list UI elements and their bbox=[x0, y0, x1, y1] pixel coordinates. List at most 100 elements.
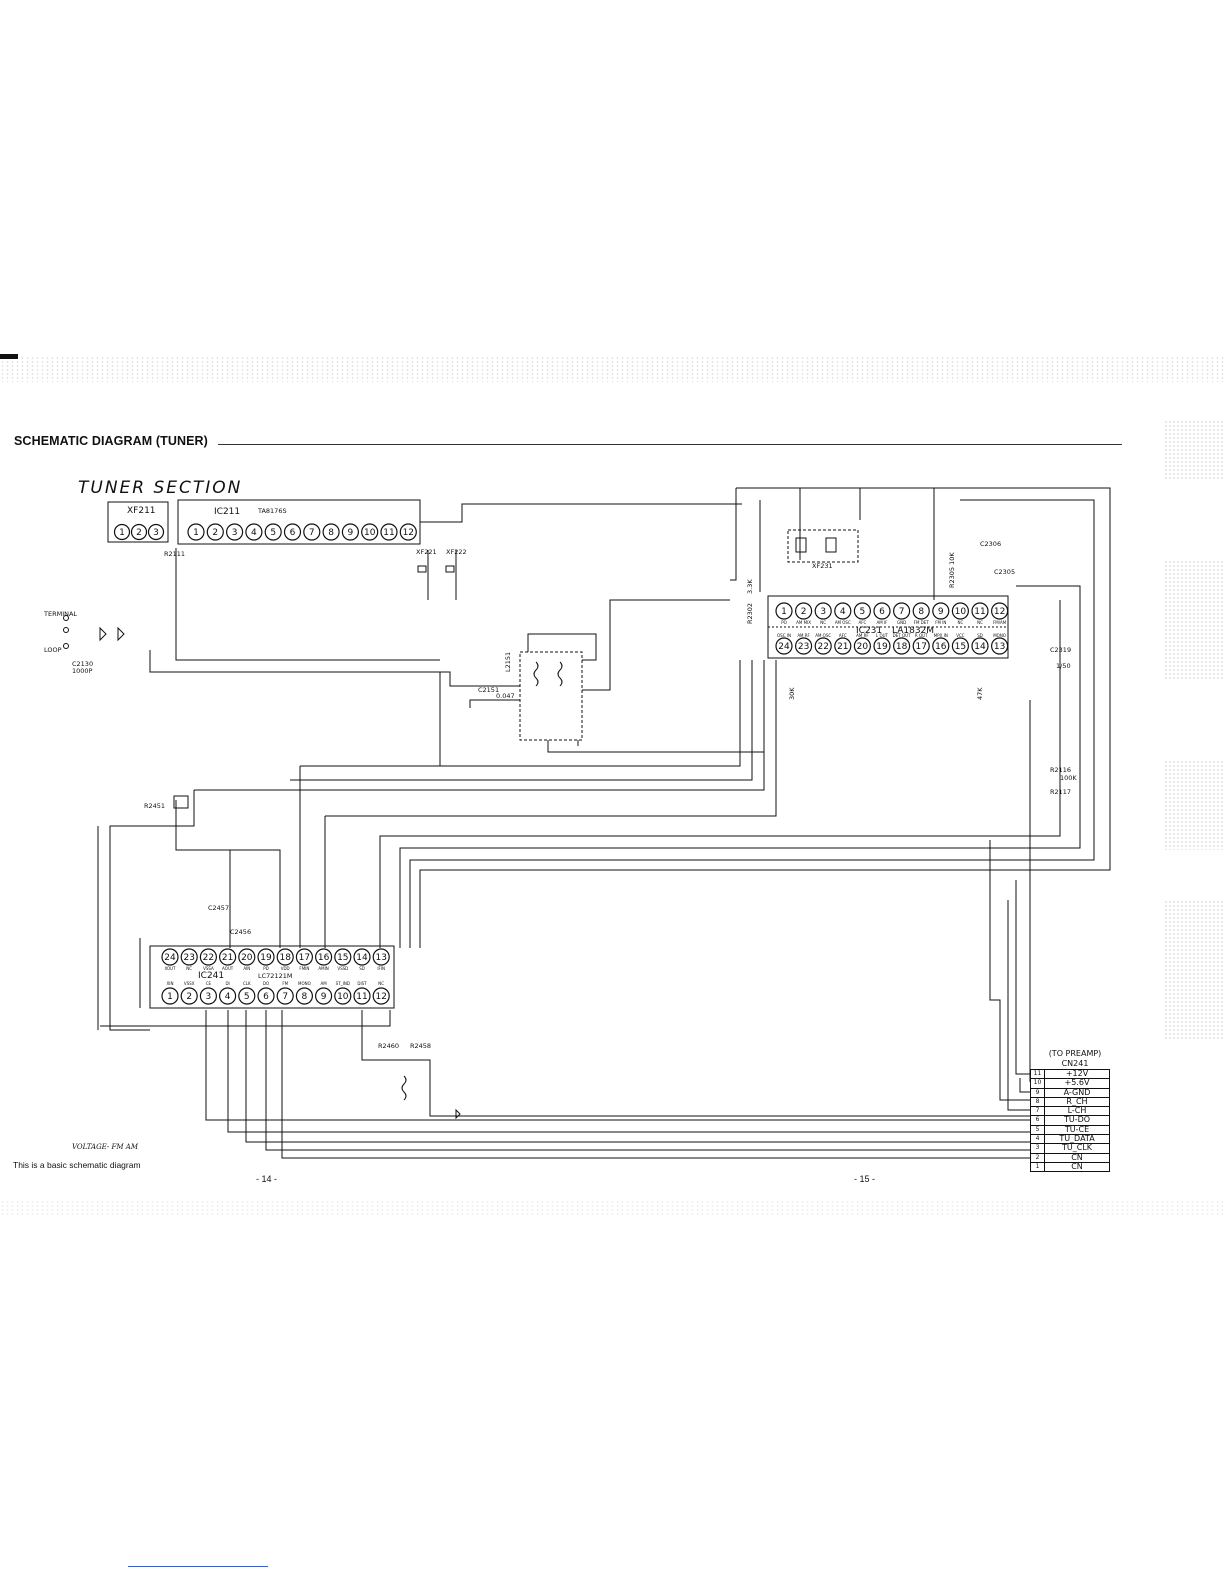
ic211-pin bbox=[283, 523, 302, 541]
xf211-pin-number: 3 bbox=[153, 528, 159, 538]
ic241-top-pin bbox=[372, 948, 390, 966]
ic231-top-pin-name: FM DET bbox=[914, 620, 930, 625]
ic231-top-pin-number: 12 bbox=[994, 607, 1005, 617]
section-title: TUNER SECTION bbox=[78, 478, 243, 498]
scan-noise-side bbox=[1164, 560, 1224, 680]
ic241-top-pin bbox=[199, 948, 217, 966]
ic231-top-pin bbox=[775, 602, 793, 620]
ic241-top-pin bbox=[219, 948, 237, 966]
ic231-top-pin-name: AM OSC bbox=[835, 620, 851, 625]
terminal-label: TERMINAL bbox=[43, 610, 77, 618]
ic231-bottom-pin-number: 20 bbox=[857, 642, 869, 652]
ic211-pin bbox=[380, 523, 398, 541]
link-underline bbox=[128, 1566, 268, 1567]
ic231-bottom-pin-number: 19 bbox=[876, 642, 888, 652]
cn241-pin-number: 6 bbox=[1030, 1115, 1045, 1126]
page-heading: SCHEMATIC DIAGRAM (TUNER) bbox=[14, 434, 208, 448]
ic231-bottom-pin bbox=[834, 637, 852, 655]
r2458-label: R2458 bbox=[410, 1042, 431, 1050]
ic241-bottom-pin bbox=[199, 987, 217, 1005]
ic241-bottom-pin-name: XIN bbox=[167, 981, 174, 986]
c2306-label: C2306 bbox=[980, 540, 1001, 548]
ic241-top-pin-name: SD bbox=[359, 966, 365, 971]
val-1-50: 1/50 bbox=[1056, 662, 1071, 670]
ic231-top-pin-name: PO bbox=[781, 620, 787, 625]
ic231-top-pin bbox=[990, 602, 1009, 620]
scan-noise-side bbox=[1164, 760, 1224, 850]
ic241-top-pin bbox=[334, 948, 352, 966]
r2302-label: R2302 bbox=[746, 603, 754, 624]
ic241-part: LC72121M bbox=[258, 972, 292, 980]
r2460-label: R2460 bbox=[378, 1042, 399, 1050]
ic231-top-pin-name: NC bbox=[977, 620, 983, 625]
ic241-bottom-pin-number: 9 bbox=[321, 992, 327, 1002]
ic211-pin bbox=[322, 523, 340, 541]
ic241-bottom-pin bbox=[180, 987, 198, 1005]
ic241-top-pin bbox=[238, 948, 256, 966]
xf211-label: XF211 bbox=[127, 506, 156, 516]
scan-noise-side bbox=[1164, 420, 1224, 480]
ic211-pin-number: 7 bbox=[309, 528, 315, 538]
ic231-bottom-pin bbox=[775, 637, 793, 655]
ic241-top-pin-number: 17 bbox=[299, 953, 310, 963]
ic241-top-pin-number: 15 bbox=[337, 953, 348, 963]
ic241-top-pin-name: AOUT bbox=[222, 966, 234, 971]
ic241-top-pin bbox=[276, 948, 294, 966]
ic241-top-pin-name: VSSA bbox=[203, 966, 214, 971]
ic241-bottom-pin-number: 8 bbox=[302, 992, 308, 1002]
xf222-label: XF222 bbox=[446, 548, 467, 556]
ic241-bottom-pin-number: 10 bbox=[337, 992, 349, 1002]
ic211-pin-number: 8 bbox=[328, 528, 334, 538]
ic211-pin-number: 2 bbox=[212, 528, 218, 538]
ic241-top-pin-number: 22 bbox=[203, 953, 214, 963]
voltage-note: VOLTAGE- FM AM bbox=[72, 1143, 138, 1151]
xf231-box bbox=[787, 529, 859, 563]
ic231-bottom-pin-name: VCC bbox=[956, 633, 965, 638]
xf211-pin bbox=[147, 523, 165, 541]
ic241-top-pin bbox=[315, 948, 333, 966]
ic231-bottom-pin-name: OSC IN bbox=[777, 633, 791, 638]
cn241-name: CN241 bbox=[1061, 1059, 1089, 1068]
ic241-bottom-pin bbox=[334, 987, 352, 1005]
ic241-box bbox=[149, 945, 395, 1009]
heading-rule bbox=[218, 444, 1122, 445]
ic241-bottom-pin-name: AM bbox=[321, 981, 328, 986]
c2456-label: C2456 bbox=[230, 928, 251, 936]
ic241-bottom-pin-number: 11 bbox=[356, 992, 367, 1002]
ic241-bottom-pin bbox=[353, 987, 371, 1005]
page-number-right: - 15 - bbox=[854, 1174, 876, 1184]
ic231-top-pin-number: 11 bbox=[974, 607, 985, 617]
ic231-top-pin bbox=[892, 602, 911, 620]
ic241-bottom-pin bbox=[315, 987, 333, 1005]
ic231-bottom-pin bbox=[912, 637, 930, 655]
val-100k: 100K bbox=[1060, 774, 1077, 782]
ic231-top-pin bbox=[951, 602, 970, 620]
ic231-bottom-pin bbox=[814, 637, 832, 655]
ic241-top-pin bbox=[353, 948, 371, 966]
ic231-bottom-pin-number: 21 bbox=[837, 642, 848, 652]
ic211-pin-number: 9 bbox=[348, 528, 354, 538]
ic231-top-pin-number: 7 bbox=[899, 607, 905, 617]
ic231-top-pin-name: FM IN bbox=[935, 620, 946, 625]
cn241-signal: CN bbox=[1044, 1161, 1110, 1173]
cn241-pin-number: 9 bbox=[1030, 1087, 1045, 1098]
ic241-bottom-pin-name: CE bbox=[206, 981, 212, 986]
ic231-bottom-pin bbox=[873, 637, 891, 655]
ic231-top-pin bbox=[971, 602, 989, 620]
ic211-pin-number: 5 bbox=[270, 528, 276, 538]
ic241-bottom-pin-number: 7 bbox=[282, 992, 288, 1002]
ic241-bottom-pin-name: FM bbox=[282, 981, 288, 986]
ic211-pin bbox=[206, 523, 224, 541]
ic231-top-pin-name: NC bbox=[820, 620, 826, 625]
ic241-bottom-pin bbox=[295, 987, 313, 1005]
val-47k: 47K bbox=[976, 687, 984, 700]
ic211-pin-number: 10 bbox=[364, 528, 376, 538]
cn241-note: (TO PREAMP) bbox=[1048, 1049, 1102, 1058]
ic231-top-pin bbox=[932, 602, 950, 620]
c2151-label: C2151 bbox=[478, 686, 499, 694]
ic231-top-pin-number: 8 bbox=[918, 607, 924, 617]
ic211-pin-number: 12 bbox=[403, 528, 414, 538]
